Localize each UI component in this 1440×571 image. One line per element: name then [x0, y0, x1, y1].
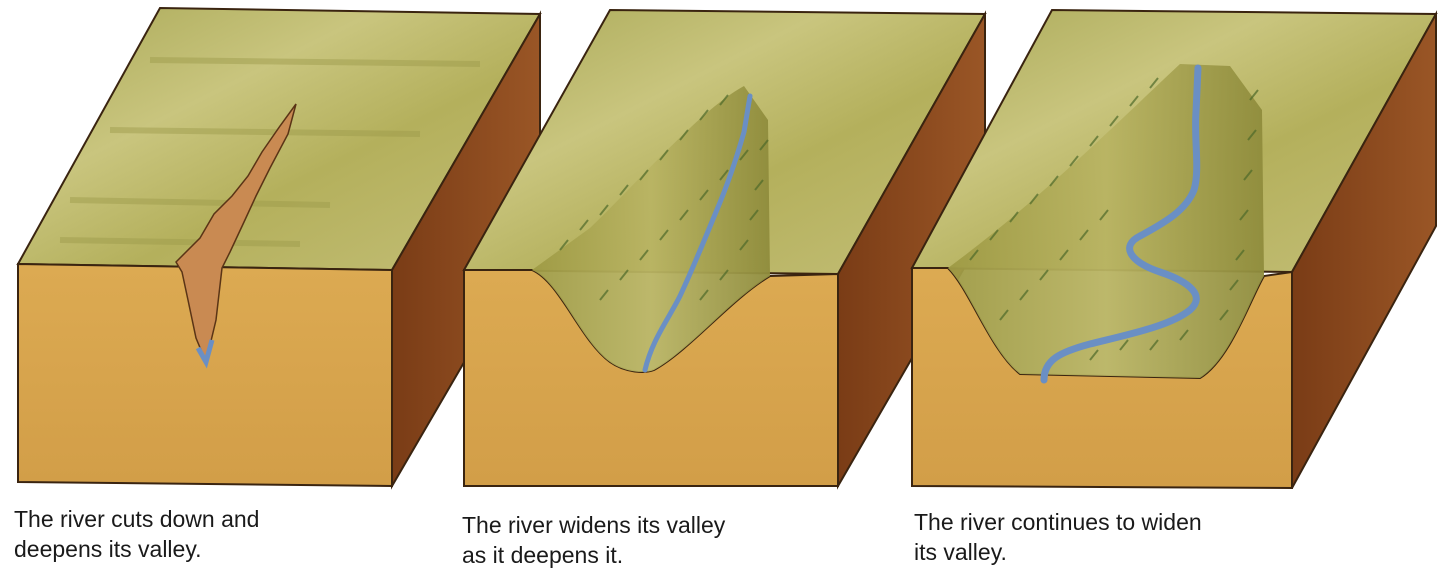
- stage-1-river-cut: [175, 103, 297, 365]
- stage-2-caption-line-1: The river widens its valley: [462, 512, 726, 538]
- stage-2-caption-line-2: as it deepens it.: [462, 542, 624, 568]
- stage-2-block: [462, 8, 987, 490]
- stage-1-caption-line-2: deepens its valley.: [14, 536, 202, 562]
- stage-3-valley-floor: [948, 64, 1264, 378]
- stage-2-river: [642, 93, 753, 373]
- stage-3-block: [910, 8, 1438, 490]
- stage-3-caption: The river continues to widen its valley.: [914, 507, 1202, 567]
- stage-1-caption-line-1: The river cuts down and: [14, 506, 260, 532]
- stage-3-vegetation: [969, 77, 1259, 361]
- stage-3-river: [1040, 64, 1202, 384]
- valley-stages-diagram: [16, 6, 1438, 490]
- stage-1-river: [195, 339, 215, 369]
- stage-2-caption: The river widens its valley as it deepen…: [462, 510, 725, 570]
- stage-2-vegetation: [559, 94, 769, 301]
- stage-3-caption-line-2: its valley.: [914, 539, 1007, 565]
- stage-3-caption-line-1: The river continues to widen: [914, 509, 1202, 535]
- stage-1-front-face: [17, 262, 393, 488]
- stage-1-block: [16, 6, 542, 490]
- stage-1-grass-streaks: [59, 57, 481, 247]
- stage-1-caption: The river cuts down and deepens its vall…: [14, 504, 259, 564]
- stage-2-valley-slopes: [532, 86, 770, 372]
